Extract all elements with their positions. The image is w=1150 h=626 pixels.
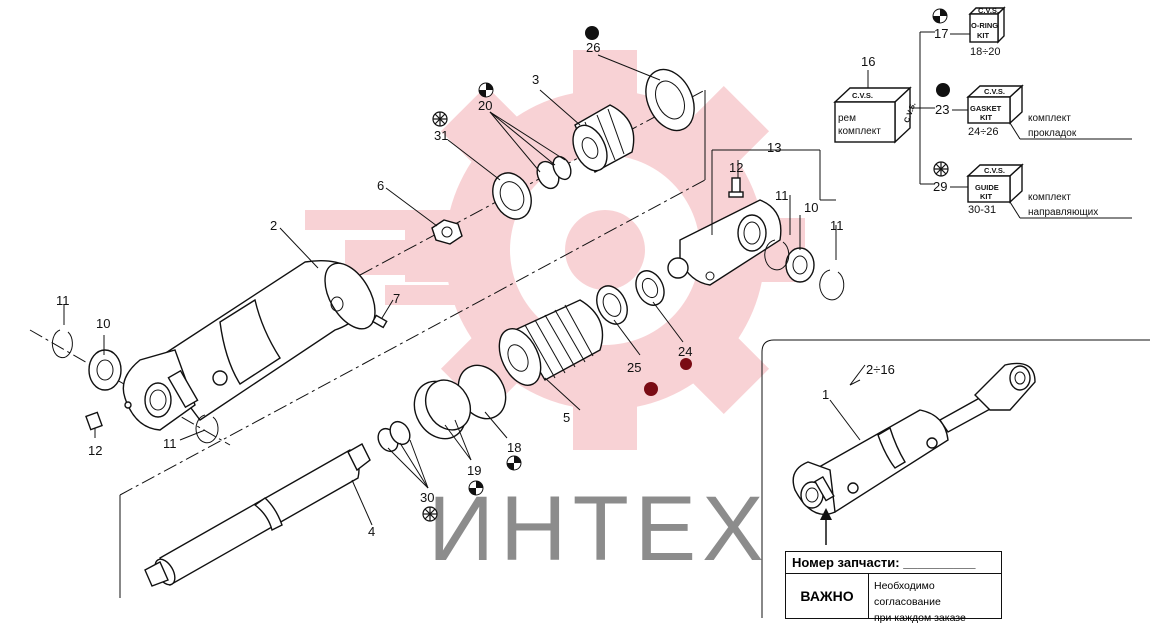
piston-part-5 bbox=[498, 299, 604, 386]
piston-seal-part-24 bbox=[635, 270, 665, 306]
seal-rings-part-20 bbox=[536, 155, 572, 190]
piston-seal-part-25 bbox=[596, 285, 628, 325]
important-note-line2: при каждом заказе bbox=[874, 612, 966, 624]
svg-text:KIT: KIT bbox=[980, 113, 993, 122]
label-30: 30 bbox=[420, 490, 434, 505]
label-23: 23 bbox=[935, 102, 949, 117]
important-label: ВАЖНО bbox=[786, 574, 869, 618]
spherical-bearing-part-10-left bbox=[88, 349, 122, 391]
label-19: 19 bbox=[467, 463, 481, 478]
label-11-right-b: 11 bbox=[830, 218, 844, 233]
label-18: 18 bbox=[507, 440, 521, 455]
guide-kit-box: C.V.S. GUIDE KIT bbox=[966, 163, 1024, 204]
important-note: Необходимо согласование при каждом заказ… bbox=[869, 574, 1001, 624]
svg-text:KIT: KIT bbox=[977, 31, 990, 40]
guide-ring-part-31 bbox=[492, 172, 532, 220]
label-20: 20 bbox=[478, 98, 492, 113]
piston-rod-part bbox=[144, 443, 371, 587]
part-number-field[interactable]: Номер запчасти: __________ bbox=[786, 552, 1001, 574]
gasket-kit-symbol-legend-icon bbox=[936, 83, 950, 97]
oring-kit-range: 18÷20 bbox=[970, 46, 1001, 58]
label-11-left-top: 11 bbox=[56, 293, 70, 308]
label-24: 24 bbox=[678, 344, 692, 359]
guide-rings-part-30 bbox=[377, 420, 411, 453]
svg-text:C.V.S.: C.V.S. bbox=[852, 91, 873, 100]
assembled-cylinder bbox=[792, 362, 1036, 516]
gasket-kit-box: C.V.S. GASKET KIT bbox=[966, 84, 1024, 125]
guide-kit-symbol-legend-icon bbox=[933, 161, 949, 177]
label-13: 13 bbox=[767, 140, 781, 155]
screw-part-7 bbox=[371, 314, 388, 329]
svg-text:GUIDE: GUIDE bbox=[975, 183, 999, 192]
guide-kit-desc-line2: направляющих bbox=[1028, 207, 1098, 218]
gasket-kit-desc-line2: прокладок bbox=[1028, 128, 1077, 139]
watermark-text: ИНТЕХ bbox=[428, 478, 770, 580]
svg-text:GASKET: GASKET bbox=[970, 104, 1002, 113]
svg-text:рем: рем bbox=[838, 113, 856, 124]
kit-legend: C.V.S. рем комплект C.V.S. 16 17 C.V.S. … bbox=[833, 6, 1132, 219]
guide-bushing-part-3 bbox=[572, 104, 635, 173]
nut-part-6 bbox=[431, 219, 463, 245]
label-11-right-a: 11 bbox=[775, 188, 789, 203]
grease-nipple-part-12-left bbox=[85, 411, 103, 431]
guide-kit-symbol-icon bbox=[422, 111, 448, 522]
assembly-axis-lines bbox=[29, 89, 706, 598]
spherical-bearing-part-10-right bbox=[785, 247, 815, 283]
label-4: 4 bbox=[368, 524, 375, 539]
arrow-up-icon bbox=[820, 508, 832, 545]
label-3: 3 bbox=[532, 72, 539, 87]
gasket-kit-desc-line1: комплект bbox=[1028, 113, 1071, 124]
part-info-table: Номер запчасти: __________ ВАЖНО Необход… bbox=[785, 551, 1002, 624]
svg-text:комплект: комплект bbox=[838, 126, 881, 137]
label-12-left: 12 bbox=[88, 443, 102, 458]
label-5: 5 bbox=[563, 410, 570, 425]
important-note-line1: Необходимо согласование bbox=[874, 580, 941, 608]
svg-text:C.V.S.: C.V.S. bbox=[978, 6, 999, 15]
svg-text:C.V.S.: C.V.S. bbox=[984, 166, 1005, 175]
circlips-part-11 bbox=[51, 239, 845, 444]
svg-text:O-RING: O-RING bbox=[971, 21, 998, 30]
oring-kit-symbol-icon bbox=[468, 82, 522, 496]
leader-lines bbox=[63, 54, 837, 526]
grease-nipple-part-12-top bbox=[728, 177, 744, 198]
oring-kit-box: C.V.S. O-RING KIT bbox=[968, 6, 1006, 44]
o-rings-part-19 bbox=[413, 379, 472, 440]
label-17: 17 bbox=[934, 26, 948, 41]
svg-text:C.V.S.: C.V.S. bbox=[984, 87, 1005, 96]
label-31: 31 bbox=[434, 128, 448, 143]
cylinder-barrel-part bbox=[122, 260, 376, 431]
label-2: 2 bbox=[270, 218, 277, 233]
gasket-kit-range: 24÷26 bbox=[968, 126, 999, 138]
gasket-kit-symbol-icon bbox=[585, 26, 692, 396]
label-16: 16 bbox=[861, 54, 875, 69]
label-26: 26 bbox=[586, 40, 600, 55]
rod-end-eye-part-13 bbox=[667, 199, 782, 286]
label-29: 29 bbox=[933, 179, 947, 194]
label-10-right: 10 bbox=[804, 200, 818, 215]
guide-kit-desc-line1: комплект bbox=[1028, 192, 1071, 203]
label-10-left: 10 bbox=[96, 316, 110, 331]
label-25: 25 bbox=[627, 360, 641, 375]
assembled-view-panel: 1 2÷16 bbox=[761, 339, 1150, 618]
repair-kit-box-16: C.V.S. рем комплект C.V.S. bbox=[833, 86, 918, 144]
guide-kit-range: 30-31 bbox=[968, 204, 996, 216]
label-7: 7 bbox=[393, 291, 400, 306]
label-6: 6 bbox=[377, 178, 384, 193]
svg-text:KIT: KIT bbox=[980, 192, 993, 201]
wiper-seal-part-26 bbox=[645, 68, 695, 132]
label-11-left-bottom: 11 bbox=[163, 436, 177, 451]
label-1: 1 bbox=[822, 387, 829, 402]
label-12-top: 12 bbox=[729, 160, 743, 175]
label-2-16-range: 2÷16 bbox=[866, 362, 895, 377]
